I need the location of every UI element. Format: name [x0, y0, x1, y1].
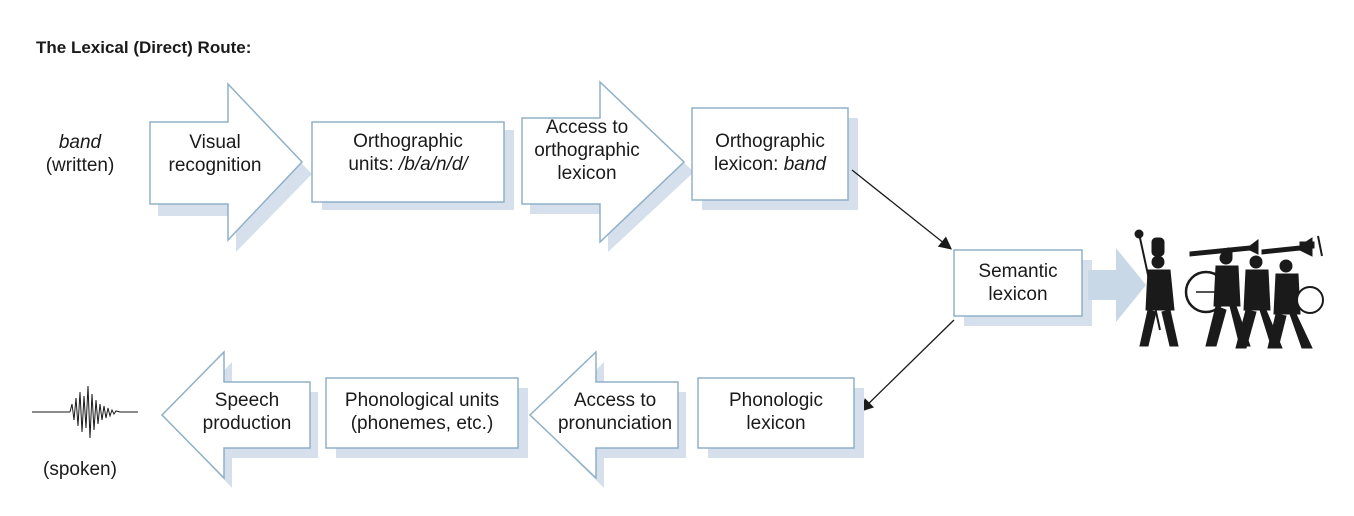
phonological-units-label: Phonological units (phonemes, etc.)	[326, 389, 518, 435]
semantic-lexicon-line2: lexicon	[988, 284, 1048, 305]
output-label: (spoken)	[43, 459, 117, 480]
access-orthographic-label: Access to orthographic lexicon	[522, 116, 652, 185]
orthographic-units-value: /b/a/n/d/	[399, 154, 468, 175]
phonological-units-line2: (phonemes, etc.)	[350, 413, 494, 434]
semantic-output-arrow	[1088, 248, 1146, 322]
access-orthographic-line1: Access to	[545, 117, 629, 138]
semantic-lexicon-box	[953, 249, 1092, 326]
access-orthographic-line2: orthographic	[534, 140, 640, 161]
access-pronunciation-arrow	[528, 350, 686, 488]
connector-arrow-ortho-to-semantic	[851, 169, 953, 250]
speech-production-arrow	[160, 350, 318, 488]
orthographic-units-label: Orthographic units: /b/a/n/d/	[312, 130, 504, 176]
marching-band-icon	[1134, 229, 1324, 349]
phonological-units-line1: Phonological units	[344, 390, 500, 411]
orthographic-lexicon-label: Orthographic lexicon: band	[692, 130, 848, 176]
speech-production-line1: Speech	[214, 390, 280, 411]
phonologic-lexicon-line2: lexicon	[746, 413, 806, 434]
phonologic-lexicon-box	[697, 377, 864, 458]
orthographic-lexicon-line2: lexicon: band	[692, 153, 848, 176]
access-pronunciation-label: Access to pronunciation	[540, 389, 690, 435]
access-pronunciation-line1: Access to	[573, 390, 657, 411]
orthographic-units-box	[311, 121, 514, 210]
speech-production-label: Speech production	[182, 389, 312, 435]
orthographic-lexicon-box	[691, 107, 858, 210]
orthographic-lexicon-prefix: lexicon:	[714, 154, 784, 175]
visual-recognition-arrow	[149, 82, 312, 252]
orthographic-units-line1: Orthographic	[353, 131, 463, 152]
speech-production-line2: production	[202, 413, 292, 434]
input-label: band (written)	[30, 131, 130, 177]
access-orthographic-arrow	[521, 80, 694, 252]
visual-recognition-label: Visual recognition	[150, 131, 280, 177]
orthographic-lexicon-line1: Orthographic	[715, 131, 825, 152]
phonological-units-box	[325, 377, 528, 458]
visual-recognition-line1: Visual	[189, 132, 241, 153]
visual-recognition-line2: recognition	[168, 155, 262, 176]
connector-arrow-semantic-to-phonologic	[860, 319, 955, 412]
orthographic-units-line2: units: /b/a/n/d/	[312, 153, 504, 176]
phonologic-lexicon-label: Phonologic lexicon	[698, 389, 854, 435]
orthographic-lexicon-value: band	[783, 154, 826, 175]
orthographic-units-prefix: units:	[348, 154, 400, 175]
sound-waveform-icon	[32, 385, 138, 439]
input-mode: (written)	[45, 155, 115, 176]
input-word: band	[58, 132, 102, 153]
diagram-title: The Lexical (Direct) Route:	[36, 38, 252, 57]
access-orthographic-line3: lexicon	[557, 163, 617, 184]
semantic-lexicon-label: Semantic lexicon	[954, 260, 1082, 306]
semantic-lexicon-line1: Semantic	[978, 261, 1058, 282]
access-pronunciation-line2: pronunciation	[557, 413, 673, 434]
phonologic-lexicon-line1: Phonologic	[728, 390, 824, 411]
